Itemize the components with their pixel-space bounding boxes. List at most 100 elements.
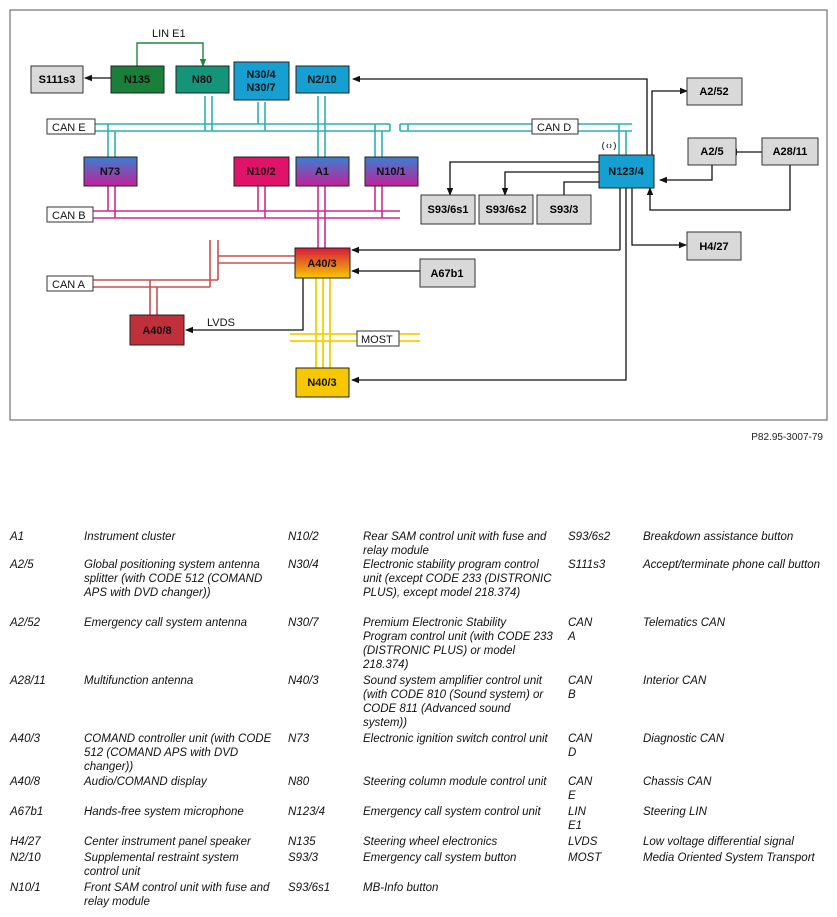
legend-code: N123/4: [288, 806, 326, 818]
legend-description: Telematics CAN: [643, 617, 726, 629]
legend-description: Premium Electronic Stability Program con…: [363, 617, 553, 671]
can-e-label: CAN E: [52, 122, 86, 134]
can-e-label-box: CAN E: [46, 118, 96, 135]
component-label: S111s3: [39, 74, 76, 86]
component-label: N73: [100, 166, 120, 178]
legend-description: Media Oriented System Transport: [643, 852, 815, 864]
component-label: N10/2: [246, 166, 275, 178]
component-n10-2: N10/2: [233, 156, 290, 187]
legend-description: Interior CAN: [643, 675, 707, 687]
component-label: A40/8: [142, 325, 171, 337]
component-a2-52: A2/52: [686, 77, 743, 106]
component-a40-8: A40/8: [129, 314, 185, 346]
signal-arrows: [84, 74, 791, 384]
legend-description: Hands-free system microphone: [84, 806, 244, 818]
component-label: A28/11: [773, 146, 808, 158]
legend-code: H4/27: [10, 836, 41, 848]
legend-code: N10/1: [10, 882, 41, 894]
lin-e1-label: LIN E1: [152, 28, 186, 40]
can-d-label: CAN D: [537, 122, 571, 134]
legend-code: CAN A: [568, 617, 593, 643]
legend-code: N80: [288, 776, 310, 788]
component-label: N40/3: [307, 377, 336, 389]
component-s111s3: S111s3: [30, 65, 84, 94]
component-a40-3: A40/3: [294, 247, 351, 279]
legend-description: Global positioning system antenna splitt…: [84, 559, 263, 599]
component-label: A67b1: [430, 268, 463, 280]
legend-description: Sound system amplifier control unit (wit…: [363, 675, 544, 729]
component-label: N2/10: [307, 74, 336, 86]
component-label: A2/52: [699, 86, 728, 98]
can-b-label: CAN B: [52, 210, 86, 222]
legend-code: A2/5: [10, 559, 34, 571]
component-s93-3: S93/3: [536, 194, 592, 225]
component-label: N10/1: [376, 166, 405, 178]
legend-description: Center instrument panel speaker: [84, 836, 251, 848]
component-label: N30/7: [246, 82, 275, 94]
legend-code: CAN E: [568, 776, 593, 802]
component-label: N135: [124, 74, 150, 86]
legend-description: Emergency call system antenna: [84, 617, 247, 629]
legend-description: Emergency call system button: [363, 852, 517, 864]
legend-code: S93/6s1: [288, 882, 331, 894]
legend-code: LVDS: [568, 836, 598, 848]
component-n73: N73: [83, 156, 138, 187]
component-n123-4: N123/4: [598, 154, 655, 189]
legend-code: LIN E1: [568, 806, 586, 832]
legend-code: CAN B: [568, 675, 593, 701]
legend-description: Emergency call system control unit: [363, 806, 541, 818]
most-label: MOST: [361, 334, 393, 346]
legend-description: Electronic ignition switch control unit: [363, 733, 548, 745]
can-d-label-box: CAN D: [531, 118, 579, 135]
can-e-bus: [48, 96, 391, 157]
component-label: N30/4: [246, 69, 276, 81]
lin-e1-link: [133, 42, 207, 73]
component-h4-27: H4/27: [686, 231, 742, 261]
legend-description: Electronic stability program control uni…: [363, 559, 552, 599]
legend-description: Front SAM control unit with fuse and rel…: [84, 882, 270, 908]
can-d-bus: [399, 123, 632, 155]
component-a67b1: A67b1: [419, 258, 476, 288]
can-a-label-box: CAN A: [46, 275, 94, 292]
legend-code: A2/52: [10, 617, 41, 629]
legend-code: S111s3: [568, 559, 606, 571]
legend-description: Multifunction antenna: [84, 675, 194, 687]
component-label: A40/3: [307, 258, 336, 270]
legend-code: N73: [288, 733, 310, 745]
legend-description: Steering LIN: [643, 806, 707, 818]
legend-description: Breakdown assistance button: [643, 531, 794, 543]
lvds-label: LVDS: [207, 317, 235, 329]
component-label: S93/6s1: [428, 204, 469, 216]
legend-description: MB-Info button: [363, 882, 439, 894]
component-n10-1: N10/1: [364, 156, 419, 187]
legend-code: N10/2: [288, 531, 319, 543]
component-label: A1: [315, 166, 329, 178]
most-label-box: MOST: [356, 330, 400, 347]
component-s93-6s1: S93/6s1: [420, 194, 476, 225]
component-n135: N135: [110, 65, 165, 94]
component-label: S93/6s2: [486, 204, 527, 216]
component-label: S93/3: [550, 204, 579, 216]
legend-description: Low voltage differential signal: [643, 836, 794, 848]
component-label: H4/27: [699, 241, 728, 253]
component-a1: A1: [295, 156, 350, 187]
component-label: N123/4: [608, 166, 644, 178]
antenna-symbol-icon: [602, 141, 616, 151]
legend-description: Rear SAM control unit with fuse and rela…: [363, 531, 547, 557]
component-label: N80: [192, 74, 212, 86]
component-s93-6s2: S93/6s2: [478, 194, 534, 225]
can-b-label-box: CAN B: [46, 206, 94, 223]
legend-code: N30/7: [288, 617, 319, 629]
component-n30-4-n30-7: N30/4 N30/7: [233, 61, 290, 101]
can-a-label: CAN A: [52, 279, 86, 291]
legend-code: N40/3: [288, 675, 319, 687]
legend-code: S93/6s2: [568, 531, 611, 543]
legend-code: A40/8: [10, 776, 41, 788]
component-a28-11: A28/11: [761, 137, 819, 166]
legend-code: MOST: [568, 852, 602, 864]
component-label: A2/5: [700, 146, 723, 158]
legend-code: A40/3: [10, 733, 41, 745]
component-n2-10: N2/10: [295, 65, 350, 94]
legend-code: N30/4: [288, 559, 319, 571]
can-b-bus: [48, 186, 400, 248]
